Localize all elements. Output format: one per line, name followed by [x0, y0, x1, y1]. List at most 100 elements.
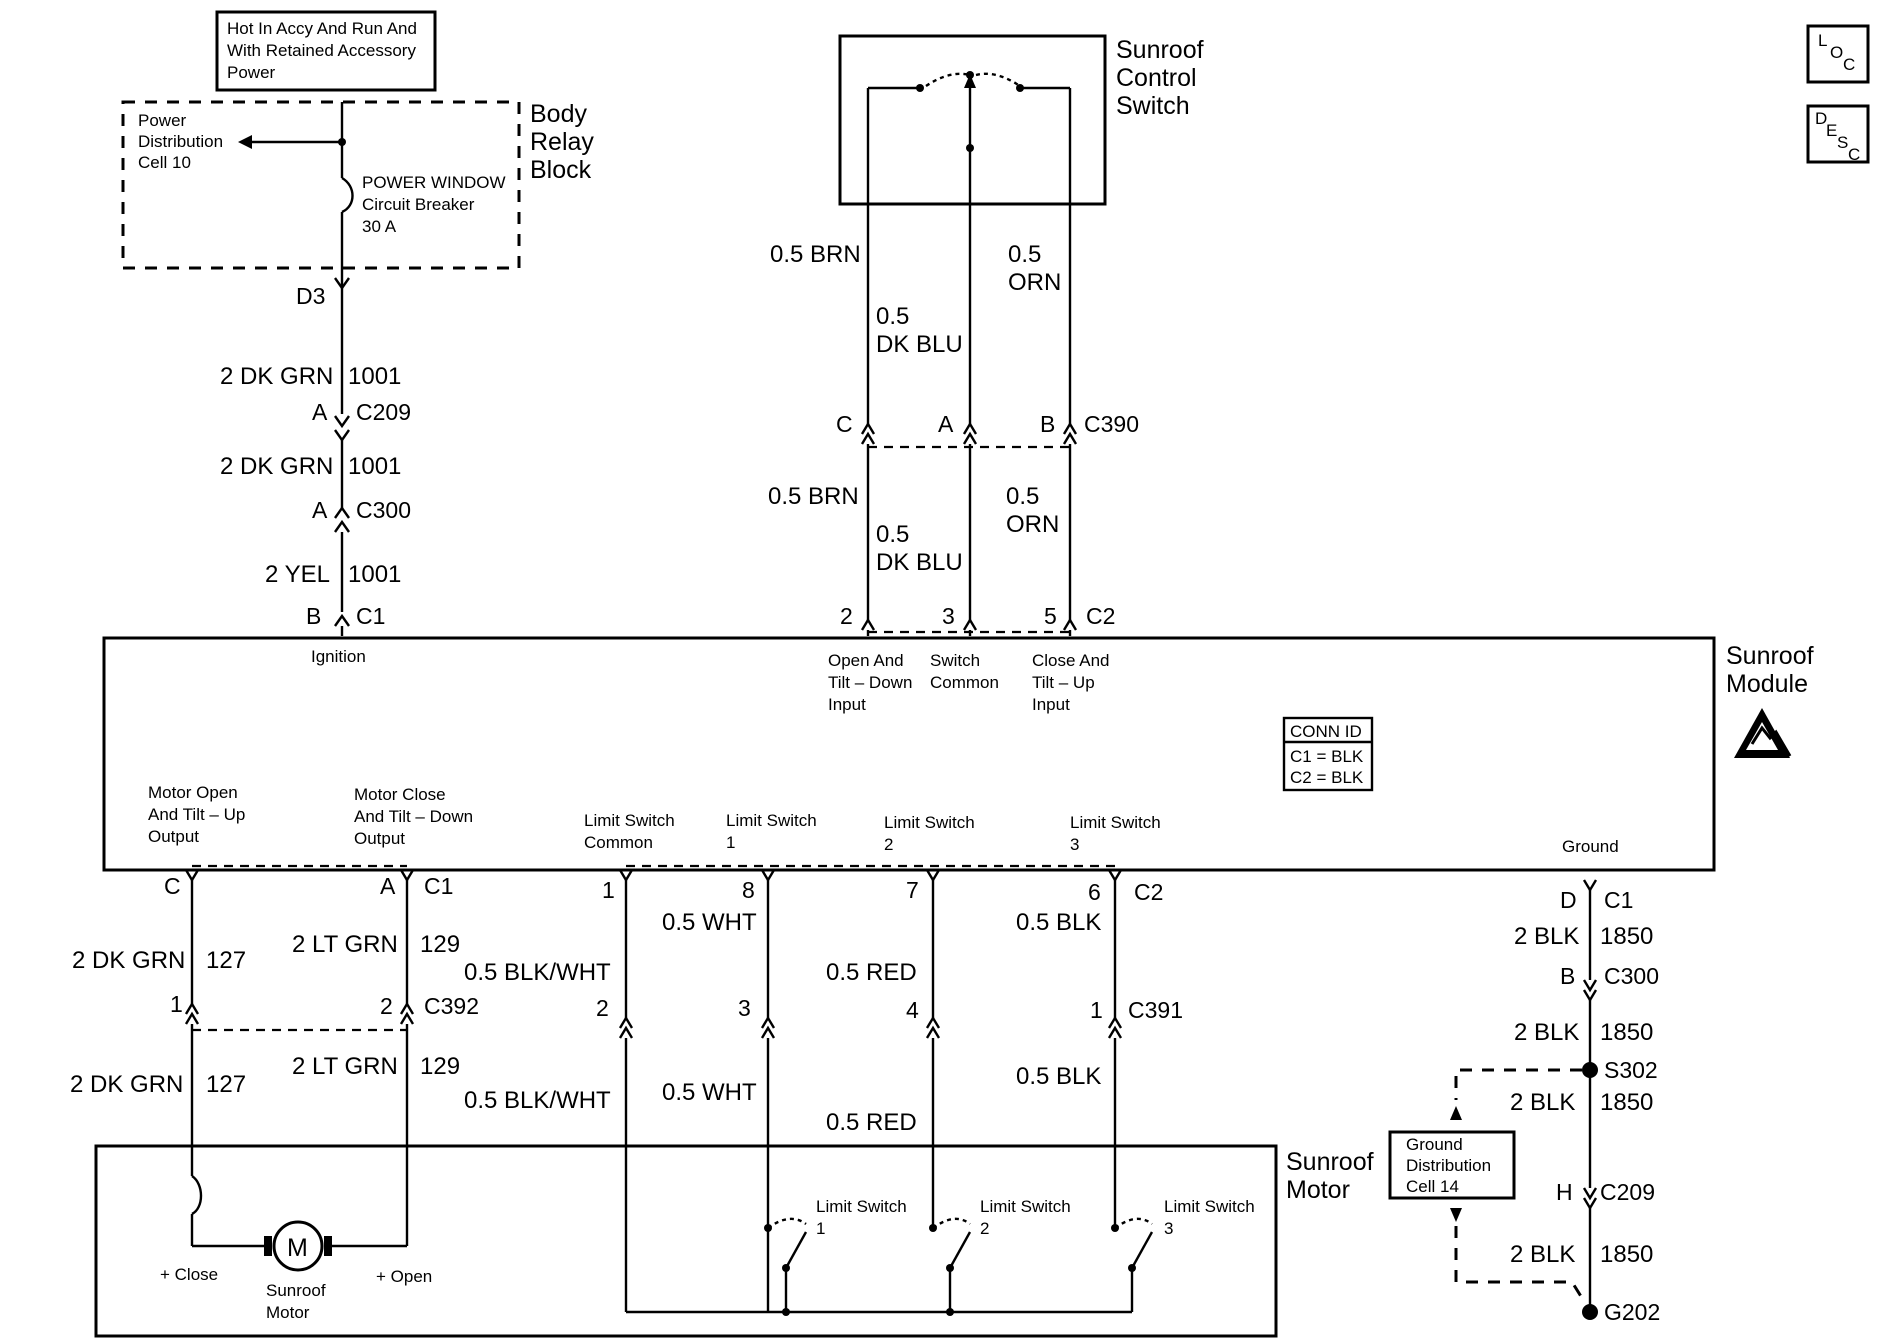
svg-text:D: D [1815, 109, 1827, 128]
svg-text:Ground: Ground [1562, 837, 1619, 856]
ignition-feed-circuit: D3 2 DK GRN 1001 A C209 2 DK GRN 1001 A … [220, 268, 411, 636]
svg-text:0.5 BRN: 0.5 BRN [770, 241, 861, 268]
svg-text:2 LT GRN: 2 LT GRN [292, 931, 398, 958]
sunroof-module: Sunroof Module Ignition Open And Tilt – … [102, 636, 1814, 872]
connector-c300-ground: B C300 [1560, 963, 1659, 1003]
svg-text:Tilt – Up: Tilt – Up [1032, 673, 1095, 692]
location-icon[interactable]: L O C [1806, 24, 1870, 84]
svg-text:1850: 1850 [1600, 923, 1653, 950]
svg-text:2 YEL: 2 YEL [265, 561, 330, 588]
connector-c1-ignition: B C1 [306, 603, 385, 629]
svg-text:1001: 1001 [348, 363, 401, 390]
connector-arrow-icon [1582, 979, 1598, 1003]
svg-text:Input: Input [828, 695, 866, 714]
sunroof-control-switch: Sunroof Control Switch 0.5 BRN 0.5 DK BL… [768, 34, 1204, 636]
connector-c209-ground: H C209 [1556, 1179, 1655, 1211]
esd-warning-icon [1734, 708, 1792, 758]
connector-c2-limit: 1 8 7 6 C2 [602, 864, 1163, 905]
svg-text:0.5: 0.5 [876, 521, 909, 548]
svg-text:3: 3 [1164, 1219, 1173, 1238]
connector-c1-motor: C A C1 [164, 864, 453, 899]
svg-text:2: 2 [596, 995, 609, 1021]
svg-text:D3: D3 [296, 283, 325, 309]
svg-text:B: B [306, 603, 321, 629]
svg-text:Common: Common [930, 673, 999, 692]
svg-text:ORN: ORN [1006, 511, 1059, 538]
svg-text:Relay: Relay [530, 128, 594, 156]
svg-text:DK BLU: DK BLU [876, 549, 963, 576]
svg-text:2: 2 [980, 1219, 989, 1238]
thermal-breaker-icon [190, 1175, 203, 1246]
connector-arrow-icon [1107, 1015, 1123, 1039]
svg-text:1: 1 [816, 1219, 825, 1238]
connector-arrow-icon [399, 1001, 415, 1025]
limit-switch-1: Limit Switch 1 [764, 1197, 907, 1312]
svg-text:1001: 1001 [348, 453, 401, 480]
svg-text:O: O [1830, 43, 1843, 62]
svg-text:0.5: 0.5 [1006, 483, 1039, 510]
connector-arrow-icon [334, 613, 350, 627]
connector-arrow-icon [334, 415, 350, 429]
svg-text:Close And: Close And [1032, 651, 1110, 670]
motor-icon: M [264, 1220, 332, 1272]
svg-text:C1: C1 [424, 873, 453, 899]
svg-text:0.5 RED: 0.5 RED [826, 959, 917, 986]
limit-switch-2: Limit Switch 2 [929, 1197, 1071, 1312]
svg-text:Distribution: Distribution [138, 132, 223, 151]
svg-text:7: 7 [906, 877, 919, 903]
svg-text:Sunroof: Sunroof [1286, 1148, 1374, 1176]
svg-text:B: B [1560, 963, 1575, 989]
svg-text:127: 127 [206, 1071, 246, 1098]
svg-text:2 BLK: 2 BLK [1514, 923, 1579, 950]
connector-arrow-icon [860, 617, 876, 631]
svg-text:3: 3 [738, 995, 751, 1021]
splice-s302: S302 [1450, 1057, 1658, 1120]
svg-text:0.5 BLK: 0.5 BLK [1016, 909, 1101, 936]
svg-text:C390: C390 [1084, 411, 1139, 437]
svg-text:Control: Control [1116, 64, 1197, 92]
svg-text:C209: C209 [1600, 1179, 1655, 1205]
svg-text:2 BLK: 2 BLK [1510, 1089, 1575, 1116]
svg-text:Output: Output [354, 829, 405, 848]
svg-text:Limit Switch: Limit Switch [884, 813, 975, 832]
svg-text:C: C [1843, 55, 1855, 74]
svg-text:Common: Common [584, 833, 653, 852]
body-relay-block: Body Relay Block Power Distribution Cell… [121, 100, 594, 270]
svg-text:6: 6 [1088, 879, 1101, 905]
svg-text:4: 4 [906, 997, 919, 1023]
sunroof-motor-assembly: Sunroof Motor M + Close + Open Sunroof M… [94, 1144, 1374, 1338]
svg-text:30 A: 30 A [362, 217, 397, 236]
svg-text:Motor: Motor [1286, 1176, 1350, 1204]
connector-arrow-icon [184, 1001, 200, 1025]
svg-text:Input: Input [1032, 695, 1070, 714]
svg-text:C2: C2 [1134, 879, 1163, 905]
rocker-switch-icon [866, 71, 1072, 424]
svg-text:3: 3 [942, 603, 955, 629]
svg-text:C392: C392 [424, 993, 479, 1019]
svg-text:+ Open: + Open [376, 1267, 432, 1286]
svg-text:Cell 10: Cell 10 [138, 153, 191, 172]
svg-text:C: C [1848, 145, 1860, 164]
svg-text:8: 8 [742, 877, 755, 903]
svg-text:2 LT GRN: 2 LT GRN [292, 1053, 398, 1080]
svg-text:2: 2 [380, 993, 393, 1019]
svg-text:Circuit Breaker: Circuit Breaker [362, 195, 475, 214]
svg-text:Output: Output [148, 827, 199, 846]
svg-text:0.5 WHT: 0.5 WHT [662, 909, 757, 936]
power-window-circuit-breaker: POWER WINDOW Circuit Breaker 30 A [340, 102, 506, 268]
svg-text:A: A [312, 399, 328, 425]
svg-text:Sunroof: Sunroof [1116, 36, 1204, 64]
description-icon[interactable]: D E S C [1806, 104, 1870, 164]
svg-text:C2: C2 [1086, 603, 1115, 629]
svg-text:0.5 WHT: 0.5 WHT [662, 1079, 757, 1106]
svg-text:1850: 1850 [1600, 1019, 1653, 1046]
svg-text:M: M [287, 1234, 308, 1262]
connector-c209: A C209 [312, 399, 411, 443]
power-note: Hot In Accy And Run And With Retained Ac… [215, 10, 437, 92]
svg-text:And Tilt – Up: And Tilt – Up [148, 805, 245, 824]
connector-c390: C A B C390 [836, 411, 1139, 449]
arrow-left-icon [238, 135, 252, 149]
connector-arrow-icon [1582, 1187, 1598, 1211]
svg-text:Limit Switch: Limit Switch [816, 1197, 907, 1216]
